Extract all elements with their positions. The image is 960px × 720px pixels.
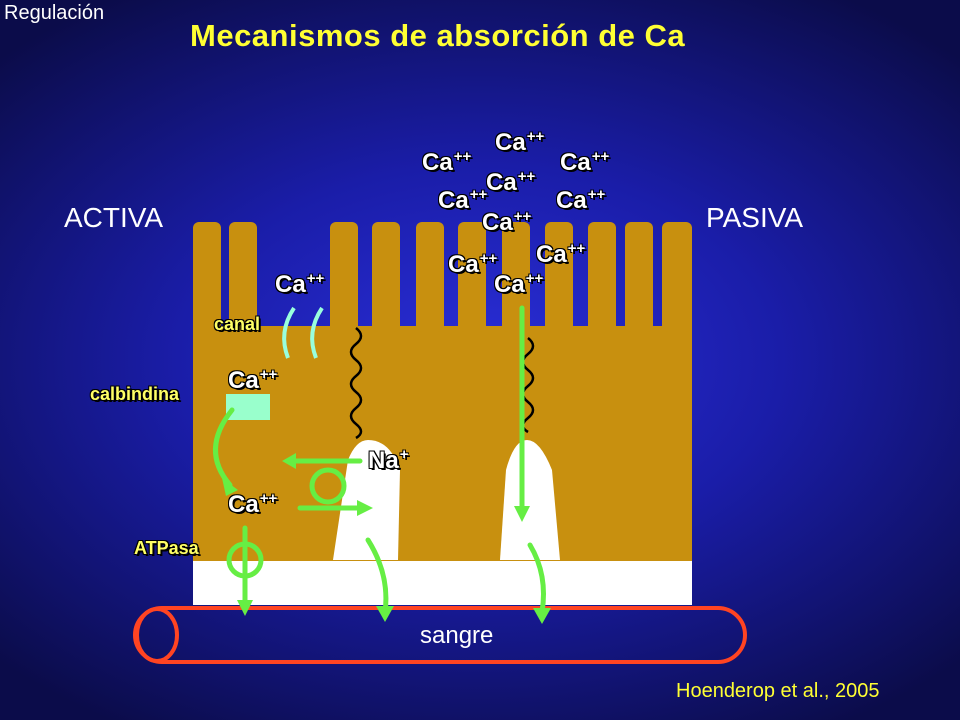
ion-symbol: Ca <box>482 209 513 236</box>
label-calbindina: calbindina <box>90 384 180 404</box>
ion-charge: ++ <box>567 240 586 257</box>
label-atpasa: ATPasa <box>134 538 199 558</box>
ca-ion-lumen: Ca++ <box>486 168 535 197</box>
ion-symbol: Ca <box>275 271 306 298</box>
ca-ion-lumen: Ca++ <box>422 148 471 177</box>
arrows <box>213 305 546 615</box>
exchanger-circle <box>309 467 347 505</box>
na-charge: + <box>399 446 409 463</box>
atpase-circle <box>226 541 264 579</box>
section-activa: ACTIVA <box>64 202 164 233</box>
ion-symbol: Ca <box>494 271 525 298</box>
intercellular-space-right <box>500 440 560 560</box>
ion-charge: ++ <box>306 270 325 287</box>
ca-ion-lumen: Ca++ <box>556 186 605 215</box>
ion-symbol: Ca <box>556 187 587 214</box>
basal-region <box>193 560 692 605</box>
ion-symbol: Ca <box>228 491 259 518</box>
ca-ion-calbindin: Ca++ <box>228 366 277 395</box>
ion-charge: ++ <box>453 148 472 165</box>
ion-charge: ++ <box>259 490 278 507</box>
ion-charge: ++ <box>259 366 278 383</box>
ca-ion-lumen: Ca++ <box>495 128 544 157</box>
right-exit-arrow <box>527 542 546 615</box>
ca-ion-apical: Ca++ <box>275 270 324 299</box>
na-ion: Na+ <box>368 446 408 475</box>
calbindin-box <box>226 394 270 420</box>
ca-ion-lumen: Ca++ <box>438 186 487 215</box>
label-sangre: sangre <box>420 622 494 649</box>
ion-symbol: Ca <box>228 367 259 394</box>
calbindin-arrow <box>213 407 235 488</box>
ca-ion-lumen: Ca++ <box>494 270 543 299</box>
center-exit-arrow <box>365 537 389 615</box>
slide-title: Mecanismos de absorción de Ca <box>190 18 686 53</box>
ion-symbol: Ca <box>422 149 453 176</box>
microvilli <box>193 222 692 332</box>
ion-symbol: Ca <box>560 149 591 176</box>
ion-charge: ++ <box>591 148 610 165</box>
ion-charge: ++ <box>526 128 545 145</box>
ca-ion-lumen: Ca++ <box>536 240 585 269</box>
ion-charge: ++ <box>517 168 536 185</box>
ca-ion-lumen: Ca++ <box>448 250 497 279</box>
ion-symbol: Ca <box>448 251 479 278</box>
ion-charge: ++ <box>587 186 606 203</box>
arrowheads <box>222 453 551 624</box>
ion-charge: ++ <box>525 270 544 287</box>
section-pasiva: PASIVA <box>706 202 804 233</box>
ca-ion-lumen: Ca++ <box>560 148 609 177</box>
ion-symbol: Ca <box>536 241 567 268</box>
tight-junction-center <box>349 327 363 440</box>
ca-ion-lumen: Ca++ <box>482 208 531 237</box>
ion-charge: ++ <box>479 250 498 267</box>
channel-left-arc <box>282 306 296 359</box>
tight-junction-right <box>521 337 535 434</box>
ion-charge: ++ <box>513 208 532 225</box>
blood-vessel-end <box>135 607 179 663</box>
channel-right-arc <box>310 306 324 359</box>
label-canal: canal <box>214 314 261 334</box>
corner-label: Regulación <box>4 2 105 24</box>
intercellular-space-center <box>333 440 400 560</box>
ion-charge: ++ <box>469 186 488 203</box>
ion-symbol: Ca <box>495 129 526 156</box>
citation: Hoenderop et al., 2005 <box>676 680 880 702</box>
ca-ion-basolateral: Ca++ <box>228 490 277 519</box>
ion-symbol: Ca <box>438 187 469 214</box>
ion-symbol: Ca <box>486 169 517 196</box>
na-symbol: Na <box>368 447 399 474</box>
